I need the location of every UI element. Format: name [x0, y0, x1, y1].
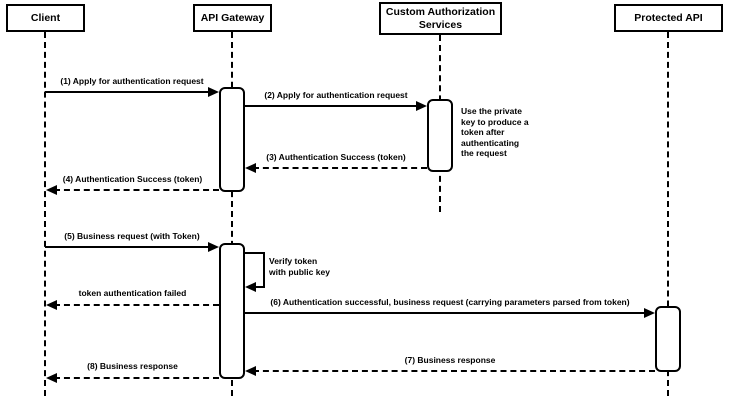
message-token-failed-line	[54, 304, 219, 306]
lifeline-client	[44, 32, 46, 396]
actor-label-protected-api: Protected API	[634, 11, 703, 24]
message-3-label: (3) Authentication Success (token)	[266, 152, 406, 162]
message-2-arrowhead-icon	[416, 101, 427, 111]
message-4-arrowhead-icon	[46, 185, 57, 195]
actor-box-protected-api: Protected API	[614, 4, 723, 32]
message-3-line	[253, 167, 427, 169]
message-3-arrowhead-icon	[245, 163, 256, 173]
self-message-top-line	[245, 252, 265, 254]
message-8-line	[54, 377, 219, 379]
message-8-arrowhead-icon	[46, 373, 57, 383]
message-5-label: (5) Business request (with Token)	[64, 231, 200, 241]
self-message-arrowhead-icon	[245, 282, 256, 292]
message-2-line	[245, 105, 418, 107]
message-token-failed-label: token authentication failed	[78, 288, 187, 298]
activation-custom-authorization-services	[427, 99, 453, 172]
message-8-label: (8) Business response	[87, 361, 178, 371]
lifeline-protected-api	[667, 32, 669, 396]
message-6-line	[245, 312, 646, 314]
message-token-failed-arrowhead-icon	[46, 300, 57, 310]
actor-box-client: Client	[6, 4, 85, 32]
message-7-label: (7) Business response	[404, 355, 496, 365]
message-4-label: (4) Authentication Success (token)	[62, 174, 203, 184]
message-2-label: (2) Apply for authentication request	[264, 90, 408, 100]
actor-box-custom-authorization-services: Custom Authorization Services	[379, 2, 502, 35]
message-7-arrowhead-icon	[245, 366, 256, 376]
message-5-line	[45, 246, 210, 248]
self-message-bottom-line	[254, 286, 265, 288]
lifeline-api-gateway	[231, 32, 233, 396]
actor-label-client: Client	[30, 11, 61, 24]
actor-box-api-gateway: API Gateway	[193, 4, 272, 32]
message-7-line	[253, 370, 655, 372]
message-1-arrowhead-icon	[208, 87, 219, 97]
activation-api-gateway-auth	[219, 87, 245, 192]
message-5-arrowhead-icon	[208, 242, 219, 252]
message-1-line	[45, 91, 210, 93]
message-4-line	[54, 189, 219, 191]
note-private-key: Use the private key to produce a token a…	[461, 106, 529, 158]
message-1-label: (1) Apply for authentication request	[60, 76, 204, 86]
activation-api-gateway-business	[219, 243, 245, 379]
message-6-arrowhead-icon	[644, 308, 655, 318]
actor-label-api-gateway: API Gateway	[200, 11, 265, 24]
activation-protected-api	[655, 306, 681, 372]
self-message-right-line	[263, 252, 265, 287]
actor-label-custom-authorization-services: Custom Authorization Services	[385, 5, 496, 31]
message-6-label: (6) Authentication successful, business …	[270, 297, 630, 307]
self-message-label: Verify token with public key	[269, 256, 330, 277]
